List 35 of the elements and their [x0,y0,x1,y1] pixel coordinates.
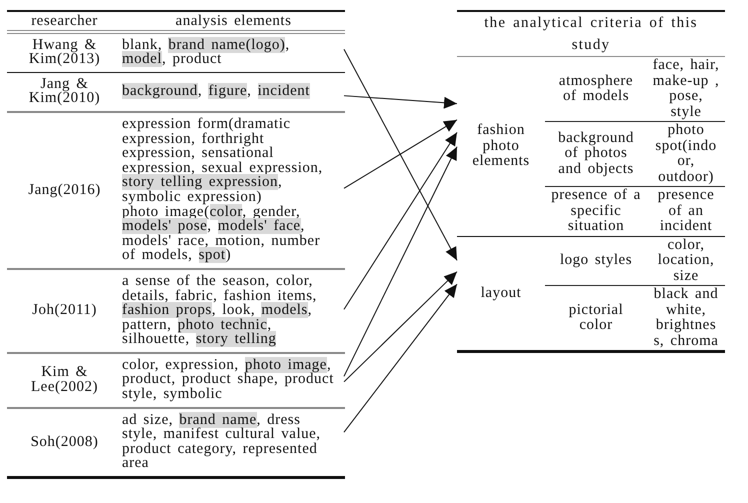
analysis-elements-text: expression form(dramatic expression, forthright expression, sensational expression, sexual expression, story telling expression, symbolic expression) [122,116,324,205]
criteria-row [545,236,725,286]
criteria-row [545,122,725,187]
criterion-name: presence of a specific situation [550,188,642,234]
analysis-elements-text: photo image(color, gender, models' pose, models' face, models' race, motion, number of models, spot) [122,204,322,263]
arrow [344,132,458,310]
criteria-group-row [457,57,725,236]
criterion-name: logo styles [558,253,634,268]
criterion-details: black and white, brightnes s, chroma [652,287,720,349]
group-name: fashion photo elements [471,123,531,170]
researcher-name: Jang & Kim(2010) [28,76,102,106]
researcher-name: Hwang & Kim(2013) [28,38,102,67]
analysis-elements-text: background, figure, incident [122,84,311,99]
criterion-name: background of photos and objects [557,130,635,178]
researcher-name: Kim & Lee(2002) [30,365,99,394]
analysis-elements-text: color, expression, photo image, product, product shape, product style, symbolic [122,358,335,402]
criterion-name: atmosphere of models [558,74,634,104]
column-header: researcher [30,14,99,29]
group-name: layout [480,286,522,301]
analysis-elements-text: a sense of the season, color, details, fabric, fashion items, fashion props, look, models, pattern, photo technic, silhouette, story telling [122,274,318,347]
criteria-row [545,57,725,122]
criterion-name: pictorial color [568,302,624,334]
arrow [344,146,458,377]
arrow [344,48,458,261]
arrow [344,95,458,109]
analysis-elements-text: blank, brand name(logo), model, product [122,38,291,67]
analysis-elements-text: ad size, brand name, dress style, manifest cultural value, product category, represented area [122,412,322,472]
arrow [344,284,458,433]
researcher-name: Joh(2011) [32,303,97,318]
criterion-details: photo spot(indo or, outdoor) [654,123,718,185]
arrow [344,271,458,382]
column-header: analysis elements [174,14,292,29]
researcher-name: Soh(2008) [30,434,98,450]
researcher-name: Jang(2016) [28,182,101,198]
arrow [344,119,458,189]
